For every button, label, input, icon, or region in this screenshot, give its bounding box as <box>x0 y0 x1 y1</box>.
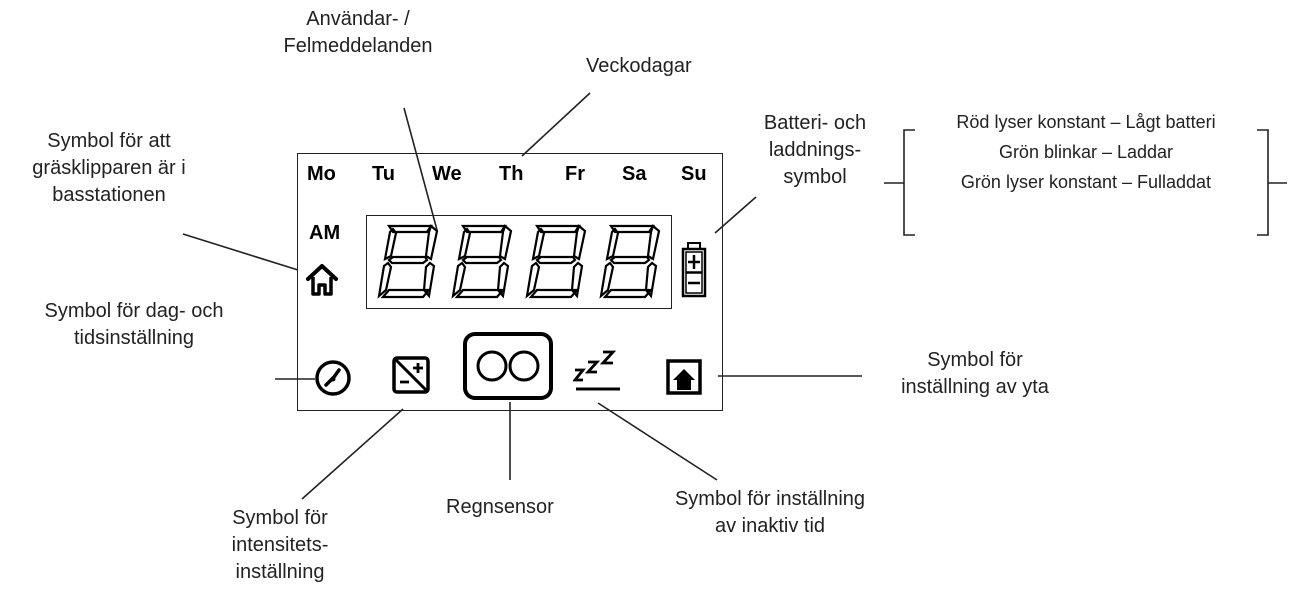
day-th: Th <box>499 163 524 185</box>
digit-3 <box>525 224 587 299</box>
day-we: We <box>432 163 462 185</box>
zzz-sleep-icon <box>573 350 620 391</box>
day-su: Su <box>681 163 707 185</box>
area-house-icon <box>666 359 702 395</box>
day-tu: Tu <box>372 163 395 185</box>
label-battery: Batteri- och laddnings- symbol <box>763 112 867 188</box>
legend-bracket-right <box>1257 129 1269 236</box>
battery-icon <box>681 242 707 298</box>
leader-intensity <box>301 408 404 500</box>
label-area: Symbol för inställning av yta <box>901 349 1049 398</box>
label-inactive: Symbol för inställning av inaktiv tid <box>674 488 866 537</box>
label-intensity: Symbol för intensitets- inställning <box>231 507 329 583</box>
leader-inactive <box>597 402 718 481</box>
clock-dial-icon <box>315 360 351 396</box>
label-rain: Regnsensor <box>446 496 554 518</box>
legend-line-charging: Grön blinkar – Laddar <box>998 142 1174 162</box>
seven-segment-digits <box>377 224 661 299</box>
label-day-time: Symbol för dag- och tidsinställning <box>44 300 224 349</box>
lcd-panel <box>297 153 723 411</box>
intensity-plus-minus-icon <box>392 356 430 394</box>
legend-line-low: Röd lyser konstant – Lågt batteri <box>956 112 1216 132</box>
leader-battery <box>714 196 757 234</box>
am-indicator: AM <box>309 222 341 244</box>
battery-legend: Röd lyser konstant – Lågt batteri Grön b… <box>897 108 1275 240</box>
digit-1 <box>377 224 439 299</box>
day-sa: Sa <box>622 163 647 185</box>
label-weekdays: Veckodagar <box>586 55 692 77</box>
label-home: Symbol för att gräsklipparen är i bassta… <box>32 130 186 206</box>
day-mo: Mo <box>307 163 336 185</box>
home-icon <box>306 264 338 296</box>
leader-user-messages <box>403 107 438 231</box>
day-fr: Fr <box>565 163 585 185</box>
rain-sensor-icon <box>463 332 553 400</box>
legend-line-full: Grön lyser konstant – Fulladdat <box>960 172 1212 192</box>
leader-weekdays <box>521 92 591 157</box>
leader-home <box>182 233 299 271</box>
legend-bracket-left <box>903 129 915 236</box>
label-user-messages: Användar- / Felmeddelanden <box>283 8 433 57</box>
digit-display <box>366 215 672 309</box>
digit-2 <box>451 224 513 299</box>
digit-4 <box>599 224 661 299</box>
